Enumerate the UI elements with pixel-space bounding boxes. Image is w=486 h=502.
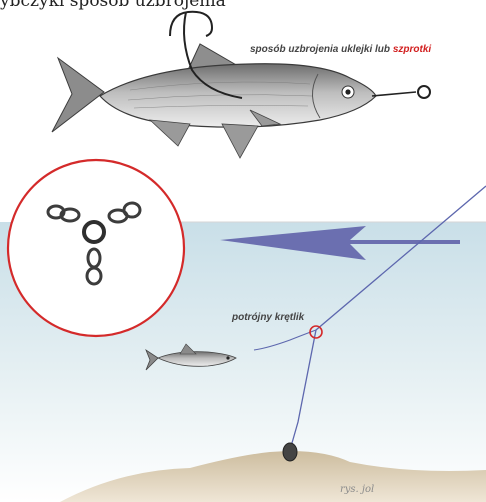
rig-caption: sposób uzbrojenia uklejki lub szprotki [250,44,431,55]
swivel-label: potrójny krętlik [232,312,304,323]
signature: rys. jol [340,484,374,495]
rig-caption-accent: szprotki [393,44,431,55]
hook-leader [372,92,416,96]
fish-tail [52,58,104,132]
sinker [283,443,297,461]
fish-anal-fin [150,120,190,146]
bait-fish [52,12,430,158]
hook-eye [418,86,430,98]
fish-ventral-fin [222,124,258,158]
fish-body [100,64,376,127]
